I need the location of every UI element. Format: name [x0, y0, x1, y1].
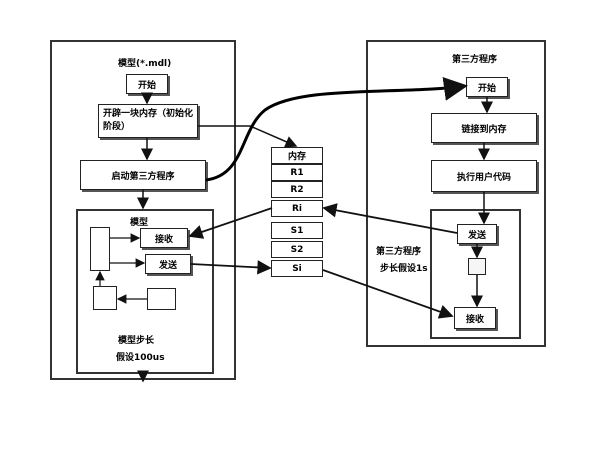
third-send-box: 发送	[457, 224, 497, 244]
model-title: 模型(*.mdl)	[118, 59, 172, 69]
third-title: 第三方程序	[452, 55, 498, 65]
third-link-box: 链接到内存	[431, 113, 537, 143]
model-step-label-1: 模型步长	[118, 336, 155, 346]
model-send-box: 发送	[145, 254, 191, 274]
model-block-tall	[90, 227, 110, 271]
memory-cell-s1: S1	[271, 222, 323, 239]
model-block-bottom-left	[93, 286, 117, 310]
model-launch-box: 启动第三方程序	[80, 160, 206, 190]
memory-header: 内存	[271, 147, 323, 164]
model-start-box: 开始	[126, 74, 168, 94]
model-block-bottom-right	[147, 288, 176, 310]
third-step-label-1: 第三方程序	[376, 247, 422, 257]
third-process-box	[468, 258, 486, 275]
memory-cell-ri: Ri	[271, 200, 323, 217]
memory-cell-si: Si	[271, 260, 323, 277]
third-start-box: 开始	[466, 77, 508, 97]
memory-cell-s2: S2	[271, 241, 323, 258]
model-alloc-box: 开辟一块内存（初始化阶段）	[98, 104, 198, 138]
memory-cell-r2: R2	[271, 181, 323, 198]
model-inner-title: 模型	[130, 218, 149, 228]
third-receive-box: 接收	[454, 307, 496, 329]
memory-cell-r1: R1	[271, 164, 323, 181]
third-frame	[366, 40, 546, 347]
model-alloc-label: 开辟一块内存（初始化阶段）	[103, 109, 194, 132]
third-exec-box: 执行用户代码	[431, 160, 537, 192]
model-receive-box: 接收	[140, 228, 188, 248]
third-step-label-2: 步长假设1s	[380, 264, 428, 274]
model-step-label-2: 假设100us	[116, 353, 165, 363]
